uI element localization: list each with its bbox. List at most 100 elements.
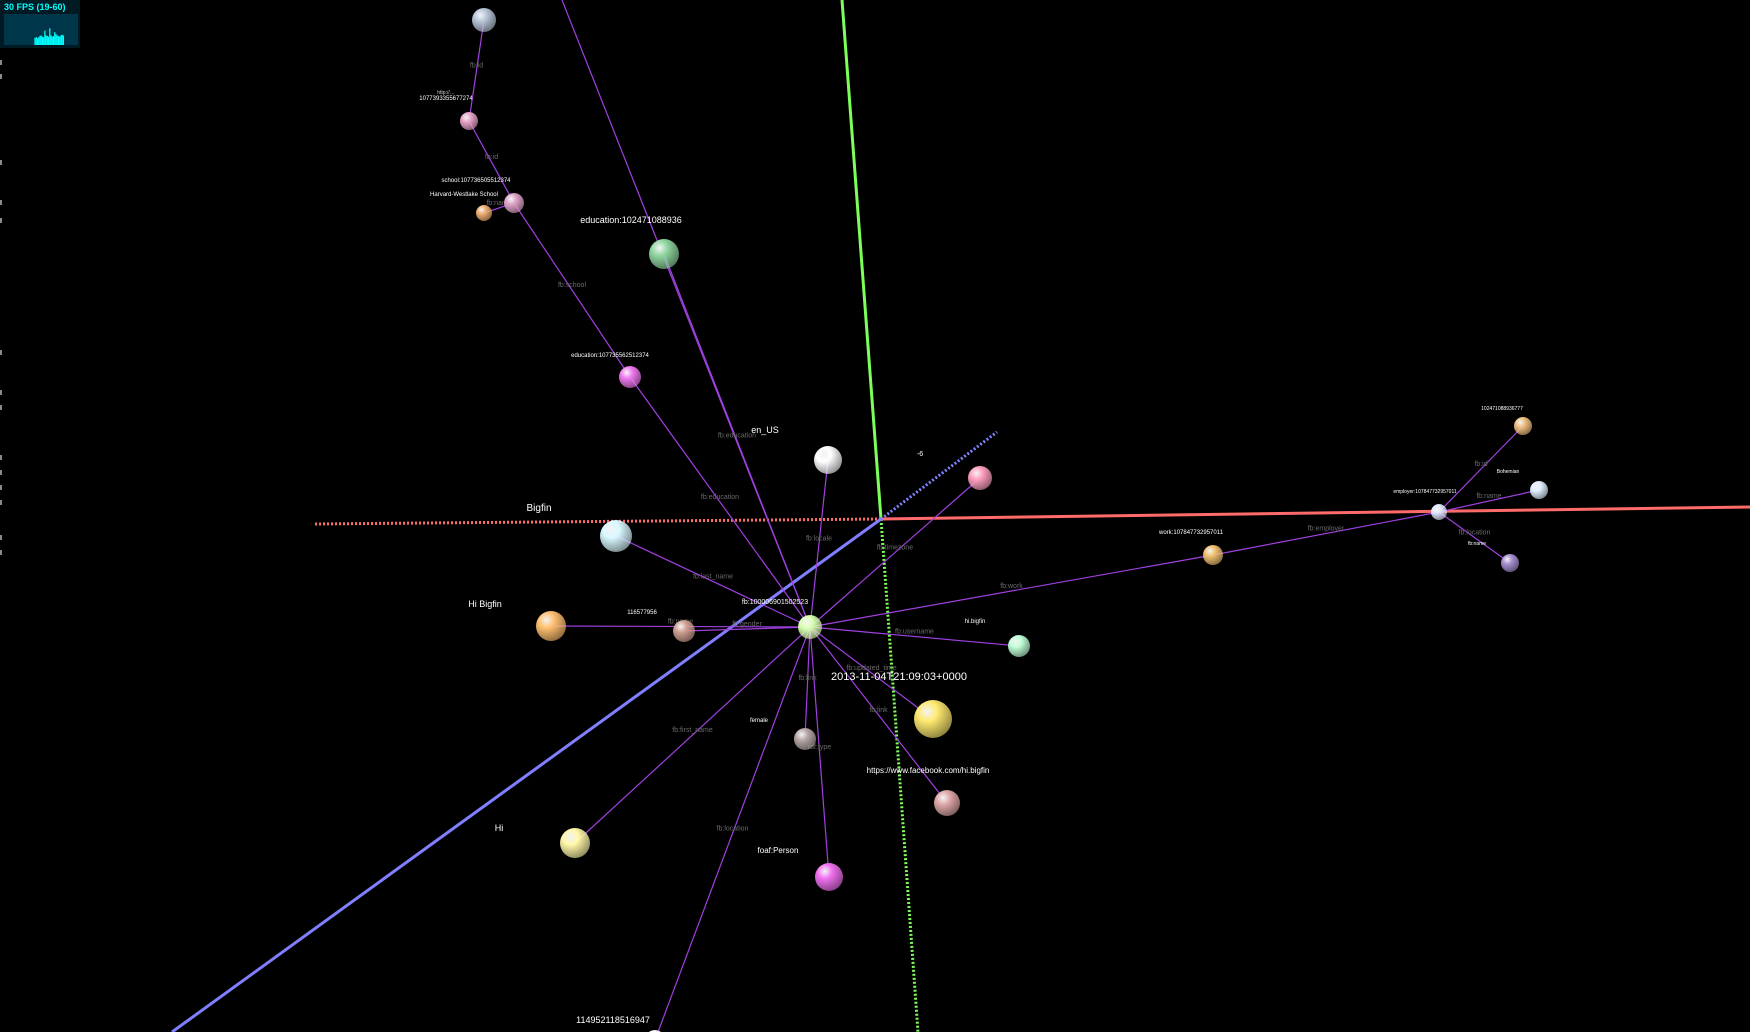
fps-stats-panel[interactable]: 30 FPS (19-60) <box>0 0 80 48</box>
fps-bar <box>36 38 39 45</box>
graph-node-mint-node[interactable] <box>1008 635 1030 657</box>
edge-labels-layer: fb:idfb:idfb:namefb:schoolfb:educationfb… <box>470 63 1502 833</box>
node-label: Hi <box>495 823 504 833</box>
graph-edge <box>804 626 811 740</box>
node-label: employer:107847732957011 <box>1393 489 1457 495</box>
graph-node-link-node[interactable] <box>934 790 960 816</box>
graph-node-education-1[interactable] <box>649 239 679 269</box>
edge-tick <box>0 405 2 410</box>
fps-bar <box>57 36 60 45</box>
graph-edge <box>657 626 811 1032</box>
fps-history-graph <box>4 14 78 45</box>
graph-node-pink-right[interactable] <box>968 466 992 490</box>
edge-tick <box>0 200 2 205</box>
node-label: foaf:Person <box>758 846 799 855</box>
graph-edge <box>809 626 830 878</box>
graph-edge <box>468 120 515 204</box>
edge-tick <box>0 390 2 395</box>
graph-node-last-name-node[interactable] <box>600 520 632 552</box>
graph-edge <box>809 626 948 804</box>
edge-tick <box>0 550 2 555</box>
graph-node-type-node[interactable] <box>815 863 843 891</box>
graph-edge <box>615 535 811 628</box>
node-label: education:107735562512374 <box>571 353 649 359</box>
node-label: work:107847732957011 <box>1158 530 1224 536</box>
graph-edge <box>1212 511 1440 556</box>
graph-node-updated-node[interactable] <box>914 700 952 738</box>
fps-bar <box>34 37 36 45</box>
graph-node-small-pink-a[interactable] <box>460 112 478 130</box>
graph-node-username-node[interactable] <box>673 620 695 642</box>
fps-bar <box>56 35 58 45</box>
graph-node-first-name-node[interactable] <box>560 828 590 858</box>
edge-tick <box>0 485 2 490</box>
node-label: en_US <box>751 425 779 435</box>
graph-node-name-node[interactable] <box>536 611 566 641</box>
graph-node-fbid-node[interactable] <box>472 8 496 32</box>
graph-node-cluster-a[interactable] <box>1514 417 1532 435</box>
fps-bar <box>41 36 44 45</box>
node-label: Hi Bigfin <box>468 599 502 609</box>
fps-bar <box>54 32 56 45</box>
edge-label: fb:timezone <box>877 545 913 552</box>
edge-tick <box>0 350 2 355</box>
node-label: Harvard-Westlake School <box>430 192 498 198</box>
edge-label: fb:updated_time <box>846 665 896 672</box>
edge-label: fb:link <box>798 675 817 682</box>
edge-tick <box>0 74 2 79</box>
edge-tick <box>0 500 2 505</box>
graph-edge <box>513 202 631 378</box>
graph-node-gray-node[interactable] <box>794 728 816 750</box>
fps-bar <box>38 37 40 45</box>
y-axis-negative <box>879 518 920 1032</box>
node-label: Bohemian <box>1497 469 1520 475</box>
node-label: fb:100006901502523 <box>742 599 808 606</box>
node-label: https://www.facebook.com/hi.bigfin <box>867 766 990 775</box>
graph-node-harvard-node[interactable] <box>476 205 492 221</box>
graph-node-work-node[interactable] <box>1203 545 1223 565</box>
edge-label: fb:locale <box>806 536 832 543</box>
graph-node-school-node[interactable] <box>504 193 524 213</box>
fps-bar <box>45 35 47 45</box>
graph-edge <box>809 459 829 628</box>
graph-edge <box>809 626 1020 647</box>
graph-edge <box>663 253 811 628</box>
fps-bar <box>60 35 62 45</box>
x-axis-positive <box>880 505 1750 521</box>
graph-node-locale-node[interactable] <box>814 446 842 474</box>
graph-edge <box>1438 489 1540 513</box>
edge-tick <box>0 455 2 460</box>
fps-bar <box>62 35 64 45</box>
edge-label: fb:work <box>1000 583 1023 590</box>
fps-bar <box>40 35 42 45</box>
graph-node-education-2[interactable] <box>619 366 641 388</box>
node-label: hi.bigfin <box>965 619 986 625</box>
fps-bar <box>49 28 51 45</box>
graph-node-cluster-b[interactable] <box>1530 481 1548 499</box>
edge-label: fb:school <box>558 282 586 289</box>
edge-tick <box>0 60 2 65</box>
node-label: 114952118516947 <box>576 1015 650 1025</box>
edge-tick <box>0 535 2 540</box>
node-label: female <box>750 718 769 724</box>
axes-layer: -6 <box>171 0 1750 1032</box>
graph-node-cluster-c[interactable] <box>1501 554 1519 572</box>
graph-edge <box>468 19 485 122</box>
edge-label: fb:gender <box>732 621 762 628</box>
graph-node-employer-node[interactable] <box>1431 504 1447 520</box>
graph-edge <box>574 626 811 844</box>
fps-bar <box>52 36 55 45</box>
graph-node-center-node[interactable] <box>798 615 822 639</box>
fps-bar <box>43 37 45 45</box>
edges-layer <box>468 0 1540 1032</box>
graph-edge <box>683 626 811 632</box>
edge-label: fb:education <box>718 433 756 440</box>
left-edge-ticks <box>0 60 3 580</box>
x-axis-negative <box>313 517 882 526</box>
node-label: 1077393355677274 <box>419 96 473 102</box>
fps-bar <box>55 34 57 45</box>
edge-label: fb:id <box>470 63 483 70</box>
node-sublabel: http://… <box>437 90 455 96</box>
